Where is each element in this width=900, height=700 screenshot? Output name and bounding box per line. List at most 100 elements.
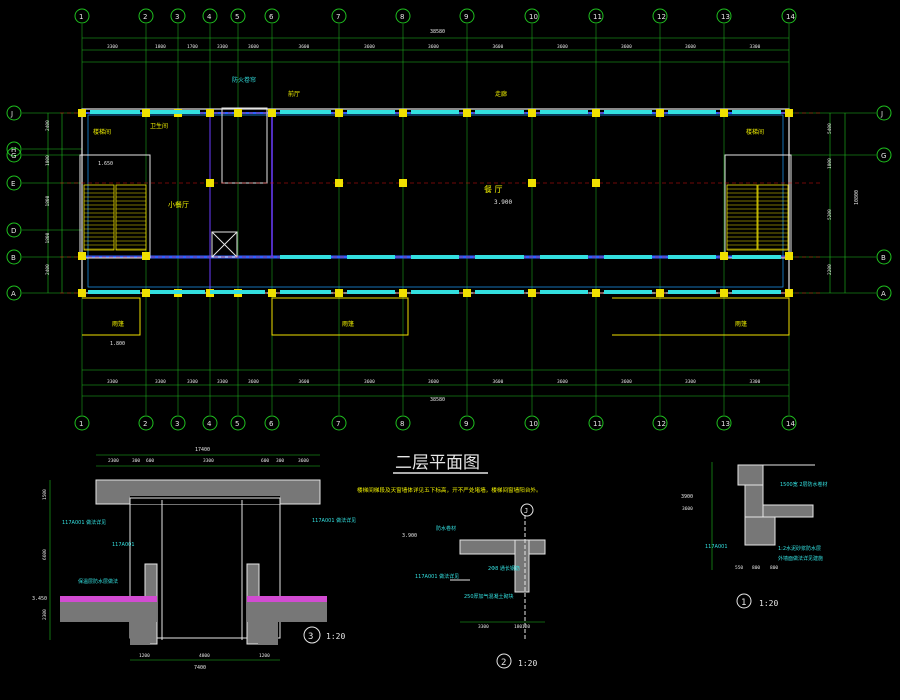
d3-top-dim: 3600 xyxy=(298,458,309,464)
column xyxy=(399,289,407,297)
column xyxy=(592,109,600,117)
top-axis-bubble xyxy=(781,8,797,24)
top-axis-label: 1 xyxy=(79,13,83,21)
top-axis-bubble xyxy=(230,8,246,24)
bottom-dim-text: 3300 xyxy=(187,379,198,385)
column xyxy=(142,109,150,117)
bottom-axis-label: 7 xyxy=(336,420,340,428)
right-axis-label: J xyxy=(880,110,883,118)
column xyxy=(528,289,536,297)
top-axis-label: 2 xyxy=(143,13,147,21)
stair-right-label: 楼梯间 xyxy=(746,128,764,136)
d1-note1: 1500宽 2层防水卷材 xyxy=(780,481,828,488)
left-axis-bubble xyxy=(6,147,22,163)
d1-note2: 117A001 xyxy=(705,544,728,550)
bottom-axis-bubble xyxy=(138,415,154,431)
d1-bottom-dim: 550 xyxy=(735,565,743,571)
top-axis-label: 3 xyxy=(175,13,179,21)
d1-note4: 外墙面做法详见建施 xyxy=(778,555,823,562)
left-dim-text: 1800 xyxy=(45,155,51,166)
column xyxy=(268,109,276,117)
bottom-axis-bubble xyxy=(202,415,218,431)
top-dim-text: 1700 xyxy=(187,44,198,50)
stair-left-label: 楼梯间 xyxy=(93,128,111,136)
column xyxy=(335,109,343,117)
right-axis-label: G xyxy=(881,152,886,160)
window-bottom xyxy=(668,290,716,294)
stair-flight xyxy=(83,184,115,251)
top-dim-text: 1800 xyxy=(155,44,166,50)
top-axis-label: 4 xyxy=(207,13,212,21)
window-inner xyxy=(347,255,395,259)
top-axis-label: 7 xyxy=(336,13,340,21)
dimension-lines: 3300 1800 1700 3300 3600 3600 3600 3600 3600 3600… xyxy=(42,37,846,661)
hall-label: 餐 厅 xyxy=(484,185,503,194)
bottom-dim-text: 3300 xyxy=(685,379,696,385)
bottom-dim-text: 3600 xyxy=(428,379,439,385)
left-dim-text: 2400 xyxy=(45,120,51,131)
window-bottom xyxy=(540,290,588,294)
left-axis-label: A xyxy=(11,290,16,298)
top-dim-text: 3300 xyxy=(750,44,761,50)
detail-1 xyxy=(737,464,815,546)
balcony-label-mid: 雨篷 xyxy=(342,320,354,328)
right-dim-text: 2200 xyxy=(827,264,833,275)
bottom-dim-text: 3600 xyxy=(557,379,568,385)
top-axis-bubble xyxy=(74,8,90,24)
column xyxy=(463,109,471,117)
left-axis-label: G xyxy=(11,152,16,160)
bottom-axis-label: 6 xyxy=(269,420,274,428)
right-dim-text: 5400 xyxy=(827,123,833,134)
top-total-dim: 38580 xyxy=(430,29,445,35)
d3-top-dim: 3300 xyxy=(203,458,214,464)
left-axis-label: J xyxy=(10,110,13,118)
bottom-axis-label: 4 xyxy=(207,420,212,428)
window-top xyxy=(540,110,588,114)
right-dim-text: 1800 xyxy=(827,158,833,169)
right-axis-label: B xyxy=(881,254,886,262)
column xyxy=(206,179,214,187)
d2-note-right: 2Φ8 通长钢筋 xyxy=(488,565,520,572)
bottom-axis-bubble xyxy=(74,415,90,431)
bottom-axis-bubble xyxy=(652,415,668,431)
top-axis-label: 12 xyxy=(657,13,666,21)
bottom-axis-label: 8 xyxy=(400,420,404,428)
window-inner xyxy=(540,255,588,259)
window-top xyxy=(347,110,395,114)
bottom-axis-bubble xyxy=(331,415,347,431)
bottom-axis-label: 13 xyxy=(721,420,730,428)
d3-top-dim: 2300 xyxy=(108,458,119,464)
top-dim-text: 3600 xyxy=(685,44,696,50)
window-inner xyxy=(604,255,652,259)
window-inner xyxy=(732,255,781,259)
column xyxy=(785,289,793,297)
d1-bottom-dim: 800 xyxy=(752,565,760,571)
d2-note-bottom: 250厚加气混凝土砌块 xyxy=(464,593,514,600)
column xyxy=(78,252,86,260)
right-axis-bubble xyxy=(876,147,892,163)
window xyxy=(88,290,140,294)
detail-2 xyxy=(450,515,546,640)
left-axis-label: E xyxy=(11,180,15,188)
balconies xyxy=(82,297,790,336)
slab-level: 1.800 xyxy=(110,341,125,347)
right-dim-text: 5200 xyxy=(827,209,833,220)
bottom-dim-text: 3600 xyxy=(248,379,259,385)
top-axis-label: 14 xyxy=(786,13,795,21)
d2-axis-bubble xyxy=(520,503,534,517)
column xyxy=(399,109,407,117)
window-inner xyxy=(280,255,331,259)
column xyxy=(785,252,793,260)
d3-level: 3.450 xyxy=(32,596,47,602)
bottom-axis-bubble xyxy=(230,415,246,431)
bottom-axis-label: 14 xyxy=(786,420,795,428)
top-axis-label: 5 xyxy=(235,13,239,21)
window-bottom xyxy=(475,290,524,294)
left-axis-label: D xyxy=(11,227,16,235)
bottom-dim-text: 3300 xyxy=(750,379,761,385)
d3-top-total: 17400 xyxy=(195,447,210,453)
hall-level: 3.900 xyxy=(494,199,512,206)
top-dim-text: 3600 xyxy=(364,44,375,50)
bottom-axis-bubble xyxy=(588,415,604,431)
